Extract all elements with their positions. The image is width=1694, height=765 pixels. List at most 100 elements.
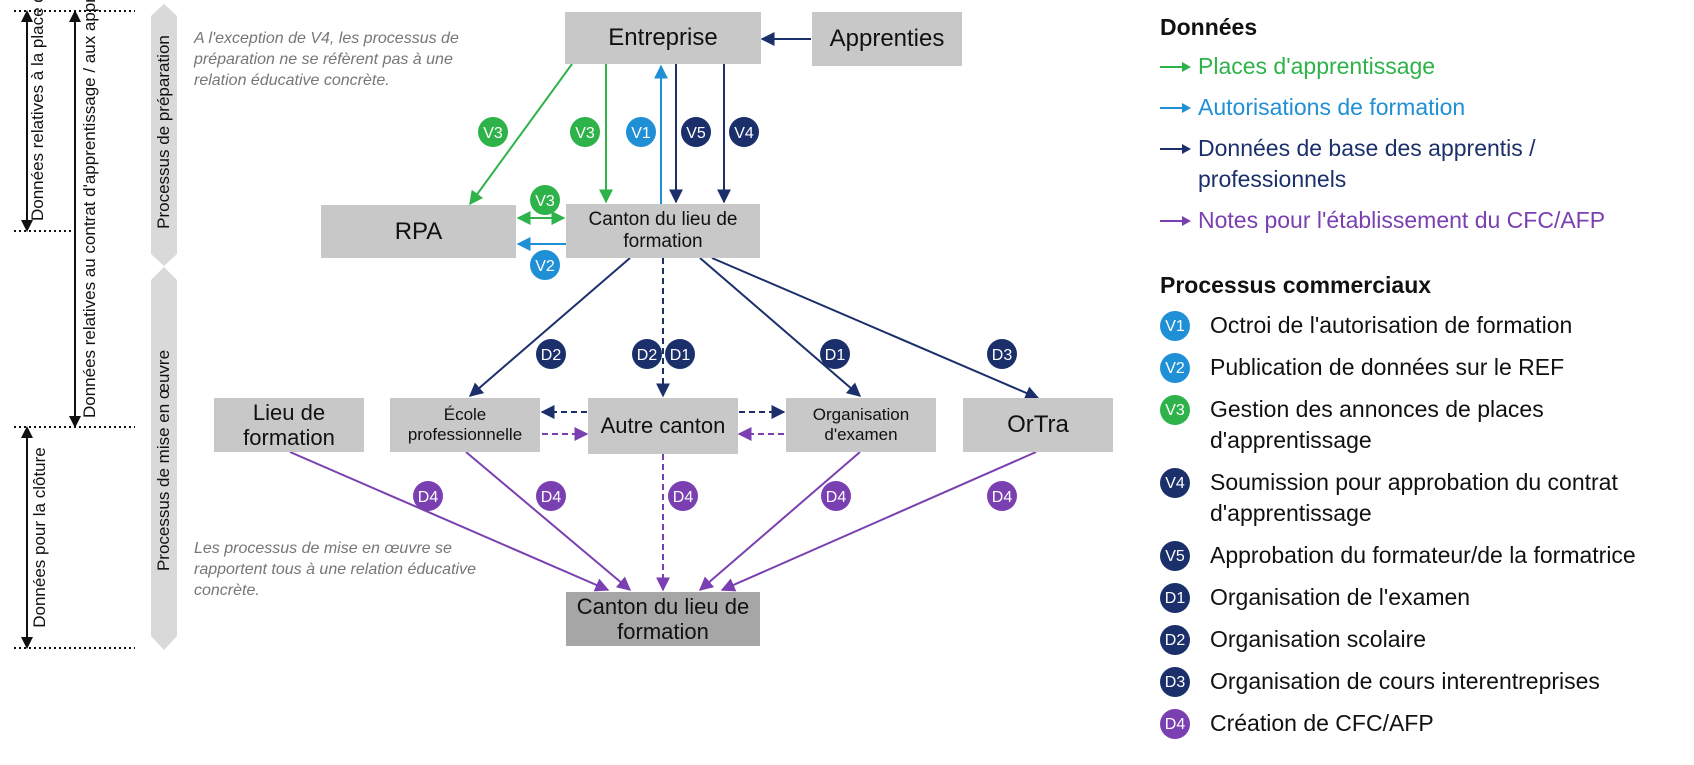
badge-d4-b: D4 (536, 481, 566, 511)
edge-v3-entreprise-rpa (469, 63, 573, 206)
badge-v5: V5 (681, 117, 711, 147)
process-badge-icon: V3 (1160, 395, 1190, 425)
node-canton-top: Canton du lieu de formation (566, 204, 760, 258)
edge-d4-orgexam (698, 451, 861, 591)
process-badge-icon: D2 (1160, 625, 1190, 655)
legend-process-label: Gestion des annonces de places d'apprent… (1210, 396, 1544, 453)
edge-badges: V3 V3 V1 V5 V4 V3 V2 D2 D2 D1 D1 D3 D4 D… (413, 117, 1017, 511)
badge-v3-a: V3 (478, 117, 508, 147)
legend-data-title: Données (1160, 14, 1258, 40)
legend-process-label: Organisation de l'examen (1210, 584, 1471, 610)
process-badge-icon: D3 (1160, 667, 1190, 697)
svg-text:V5: V5 (686, 125, 706, 142)
legend-process-item: D2 Organisation scolaire (1160, 624, 1690, 655)
band-implementation (151, 267, 177, 650)
svg-text:V1: V1 (631, 125, 651, 142)
label-data-contract: Données relatives au contrat d'apprentis… (80, 0, 99, 418)
legend-data-item: Notes pour l'établissement du CFC/AFP (1160, 205, 1690, 236)
legend-data-label: Données de base des apprentis / professi… (1198, 135, 1536, 192)
arrow-icon (1160, 133, 1198, 155)
label-band-preparation: Processus de préparation (154, 35, 173, 229)
badge-v2: V2 (530, 250, 560, 280)
node-organisation-examen: Organisation d'examen (786, 398, 936, 452)
badge-v1: V1 (626, 117, 656, 147)
process-badge-icon: D4 (1160, 709, 1190, 739)
arrow-icon (1160, 51, 1198, 73)
badge-v4: V4 (729, 117, 759, 147)
svg-text:V3: V3 (535, 193, 555, 210)
side-scale (14, 9, 135, 649)
edge-d4-lieu (289, 451, 610, 592)
badge-d4-c: D4 (668, 481, 698, 511)
svg-text:D2: D2 (541, 347, 562, 364)
label-data-place: Données relatives à la place d'apprentis… (28, 0, 47, 221)
legend-process-label: Soumission pour approbation du contrat d… (1210, 469, 1618, 526)
badge-v3-b: V3 (570, 117, 600, 147)
node-apprenties: Apprenties (812, 12, 962, 66)
legend-data-label: Places d'apprentissage (1198, 53, 1436, 79)
legend-process-item: V2 Publication de données sur le REF (1160, 352, 1690, 383)
badge-d1-b: D1 (820, 339, 850, 369)
node-rpa: RPA (321, 205, 516, 258)
edge-d4-ecole (465, 451, 632, 591)
legend-process-item: V1 Octroi de l'autorisation de formation (1160, 310, 1690, 341)
legend-process-label: Octroi de l'autorisation de formation (1210, 312, 1573, 338)
legend-process-label: Publication de données sur le REF (1210, 354, 1565, 380)
legend-process-item: D3 Organisation de cours interentreprises (1160, 666, 1690, 697)
process-badge-icon: V4 (1160, 468, 1190, 498)
legend-process-item: D1 Organisation de l'examen (1160, 582, 1690, 613)
legend-process-label: Organisation de cours interentreprises (1210, 668, 1600, 694)
badge-d3: D3 (987, 339, 1017, 369)
legend-data-label: Notes pour l'établissement du CFC/AFP (1198, 207, 1606, 233)
legend-data-item: Autorisations de formation (1160, 92, 1690, 123)
legend-process-item: V4 Soumission pour approbation du contrat… (1160, 467, 1690, 529)
badge-d1-a: D1 (665, 339, 695, 369)
legend-process-label: Approbation du formateur/de la formatric… (1210, 542, 1636, 568)
edge-d2-canton-ecole (468, 257, 631, 397)
node-entreprise: Entreprise (565, 12, 761, 64)
note-implementation: Les processus de mise en œuvre se rappor… (194, 540, 476, 599)
svg-text:D1: D1 (670, 347, 691, 364)
note-preparation: A l'exception de V4, les processus de pr… (194, 30, 459, 89)
band-preparation (151, 4, 177, 266)
process-badge-icon: V1 (1160, 311, 1190, 341)
node-canton-bottom: Canton du lieu de formation (566, 592, 760, 646)
process-badge-icon: D1 (1160, 583, 1190, 613)
svg-text:V4: V4 (734, 125, 754, 142)
node-ecole: École professionnelle (390, 398, 540, 452)
badge-d4-d: D4 (821, 481, 851, 511)
svg-text:D4: D4 (673, 489, 694, 506)
label-data-closure: Données pour la clôture (30, 447, 49, 628)
svg-text:V2: V2 (535, 258, 555, 275)
edge-d4-ortra (720, 451, 1037, 592)
badge-d4-e: D4 (987, 481, 1017, 511)
label-band-implementation: Processus de mise en œuvre (154, 349, 173, 572)
legend-data-item: Places d'apprentissage (1160, 51, 1690, 82)
svg-text:V3: V3 (575, 125, 595, 142)
legend-process-label: Création de CFC/AFP (1210, 710, 1434, 736)
node-ortra: OrTra (963, 398, 1113, 452)
svg-text:D4: D4 (418, 489, 439, 506)
badge-v3-c: V3 (530, 185, 560, 215)
node-autre-canton: Autre canton (588, 398, 738, 454)
badge-d4-a: D4 (413, 481, 443, 511)
legend-process-title: Processus commerciaux (1160, 272, 1432, 298)
legend-process-item: D4 Création de CFC/AFP (1160, 708, 1690, 739)
legend-data-label: Autorisations de formation (1198, 94, 1466, 120)
badge-d2-a: D2 (536, 339, 566, 369)
legend-process-label: Organisation scolaire (1210, 626, 1427, 652)
arrow-icon (1160, 205, 1198, 227)
svg-text:D1: D1 (825, 347, 846, 364)
process-badge-icon: V2 (1160, 353, 1190, 383)
svg-text:V3: V3 (483, 125, 503, 142)
legend-data-item: Données de base des apprentis / professi… (1160, 133, 1690, 195)
node-lieu-formation: Lieu de formation (214, 398, 364, 452)
svg-text:D4: D4 (992, 489, 1013, 506)
svg-text:D4: D4 (541, 489, 562, 506)
